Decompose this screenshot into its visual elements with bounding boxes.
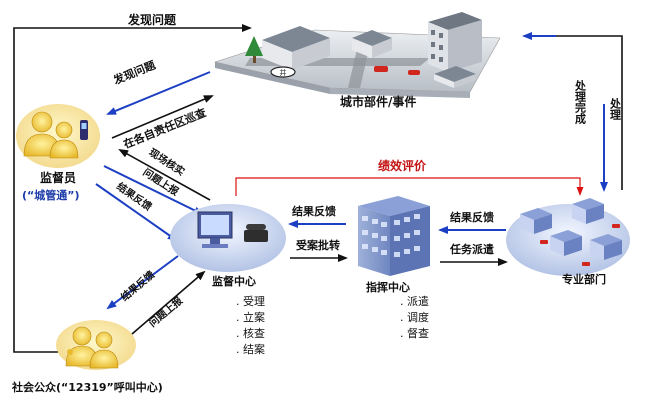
handle-label: 处理 [608, 98, 622, 120]
performance-eval-label: 绩效评价 [378, 159, 427, 173]
command-center-tasks: . 派遣 . 调度 . 督查 [400, 294, 429, 342]
department-figure [506, 198, 630, 276]
command-task: . 调度 [400, 311, 429, 324]
cmd-to-dept-dispatch-label: 任务派遣 [450, 243, 494, 256]
supervisor-name: 监督员 [40, 171, 77, 185]
svg-text:井: 井 [280, 68, 287, 77]
city-label: 城市部件/事件 [340, 95, 417, 109]
command-center-name: 指挥中心 [366, 281, 410, 294]
cmd-to-sup-feedback-label: 结果反馈 [292, 205, 336, 218]
supervision-task: . 立案 [236, 311, 265, 324]
command-task: . 派遣 [400, 295, 429, 308]
handle-done-label: 处理完成 [573, 80, 587, 124]
supervision-task: . 受理 [236, 295, 265, 308]
supervision-center-tasks: . 受理 . 立案 . 核查 . 结案 [236, 294, 265, 358]
department-name: 专业部门 [562, 273, 606, 286]
public-label: 社会公众(“12319”呼叫中心) [12, 381, 163, 394]
supervision-task: . 核查 [236, 327, 265, 340]
command-center-figure [358, 196, 430, 276]
top-loop-label: 发现问题 [128, 13, 177, 27]
city-scene: 井 [213, 12, 501, 98]
public-figure [56, 320, 136, 370]
supervisor-device: (“城管通”) [22, 189, 80, 202]
supervision-center-name: 监督中心 [212, 275, 256, 288]
supervision-task: . 结案 [236, 343, 265, 356]
command-task: . 督查 [400, 327, 429, 340]
supervision-center-figure [170, 204, 286, 272]
sup-to-cmd-transfer-label: 受案批转 [296, 239, 340, 252]
supervisor-figure [16, 104, 100, 168]
dept-to-cmd-feedback-label: 结果反馈 [450, 211, 494, 224]
